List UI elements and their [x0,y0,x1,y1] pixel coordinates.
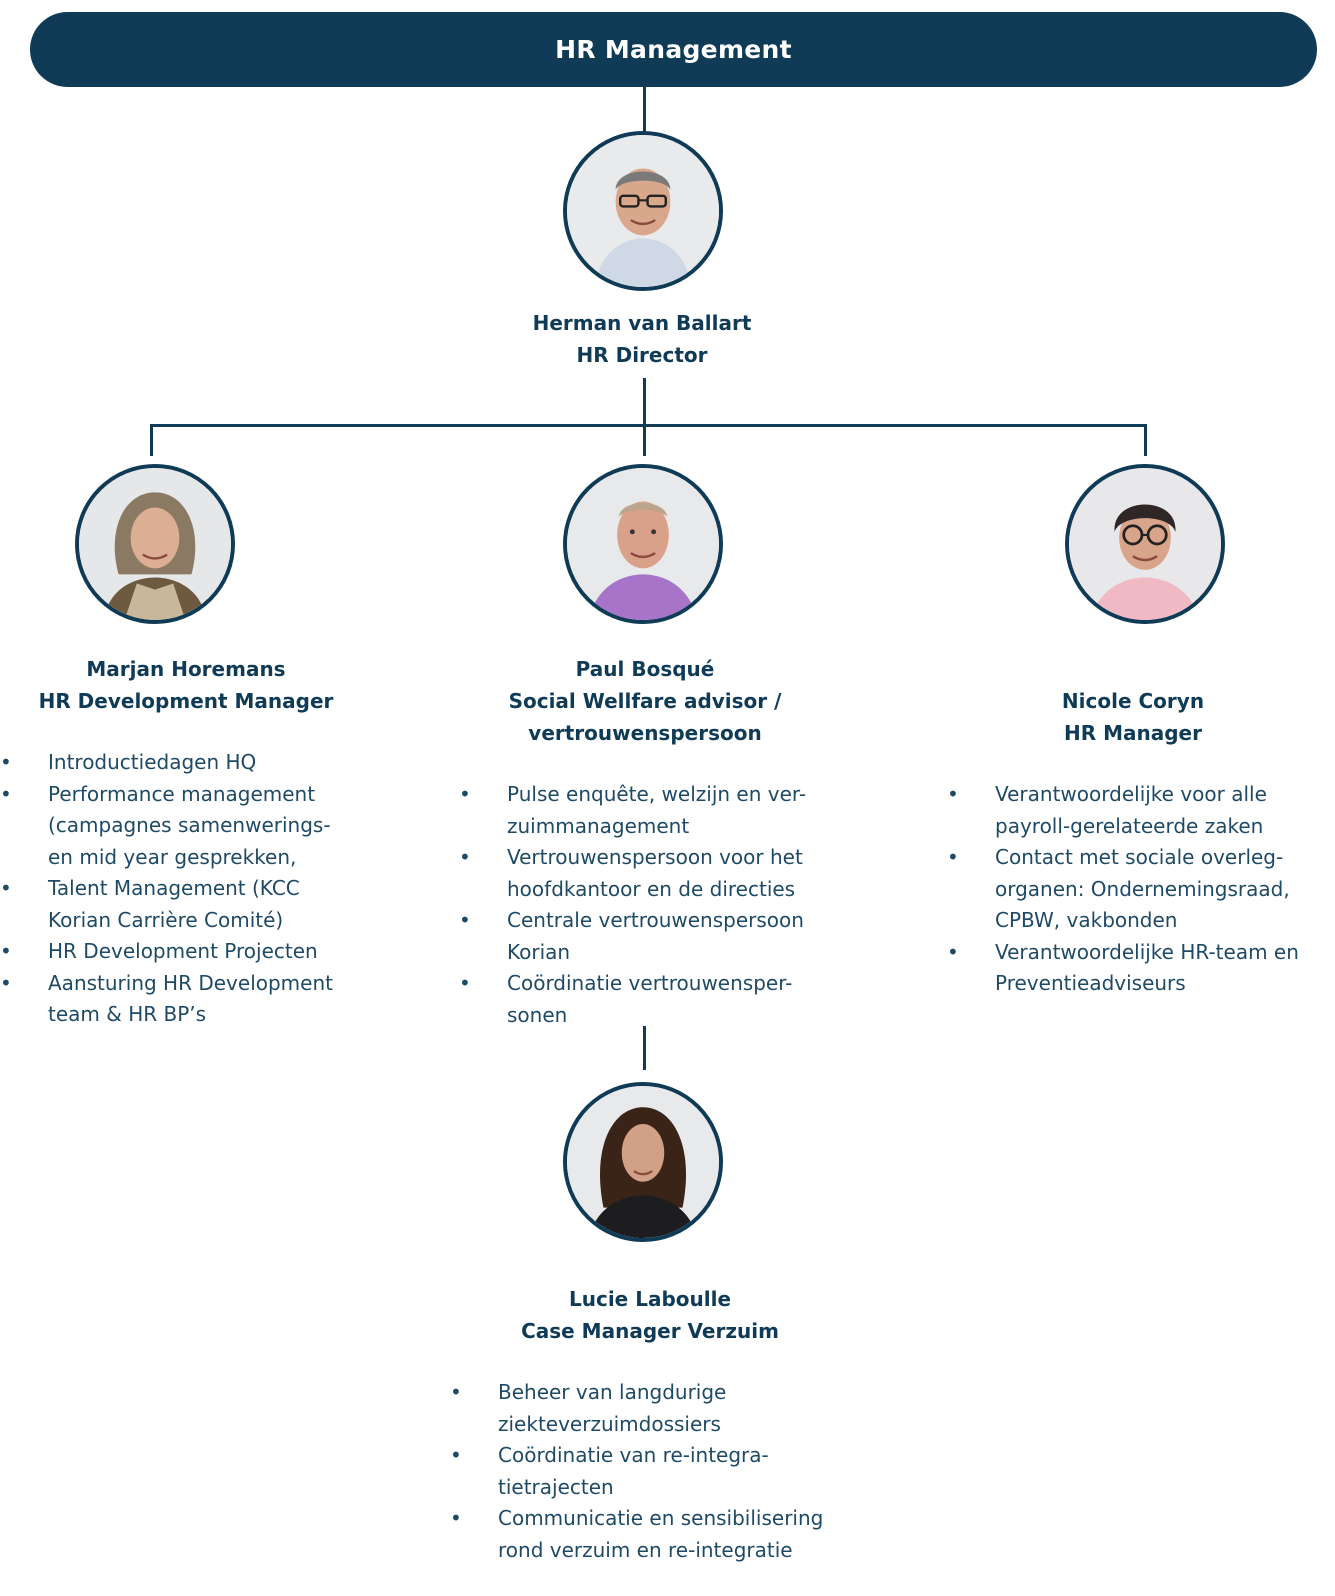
list-item: •Coördinatie van re-integra- tietrajecte… [450,1440,860,1503]
bullet-icon: • [947,782,959,806]
sub-report-name-block: Lucie Laboulle Case Manager Verzuim [450,1283,850,1347]
connector-paul-lucie [643,1026,646,1070]
list-item: •Talent Management (KCC Korian Carrière … [0,873,380,936]
report-1-role: HR Development Manager [38,689,334,713]
bullet-icon: • [0,939,12,963]
bullet-icon: • [450,1380,462,1404]
bullet-icon: • [459,971,471,995]
report-3-bullet-list: •Verantwoordelijke voor alle payroll-ger… [947,779,1335,1000]
person-photo-icon [1069,468,1221,620]
director-name: Herman van Ballart [532,311,752,335]
person-photo-icon [567,135,719,287]
list-item: •Vertrouwenspersoon voor het hoofdkantoo… [459,842,849,905]
connector-horizontal-bus [150,424,1147,427]
bullet-icon: • [0,970,12,995]
connector-director-bus [643,378,646,426]
report-2-bullet-list: •Pulse enquête, welzijn en ver- zuimmana… [459,779,849,1031]
avatar-herman-van-ballart [563,131,723,291]
bullet-icon: • [947,939,959,964]
connector-banner-director [643,87,646,132]
list-item: •Introductiedagen HQ [0,747,380,779]
report-2-name: Paul Bosqué [575,657,715,681]
report-3-name-block: Nicole Coryn HR Manager [933,685,1333,749]
report-1-name-block: Marjan Horemans HR Development Manager [0,653,372,717]
sub-report-role: Case Manager Verzuim [521,1319,779,1343]
list-item: •Verantwoordelijke HR-team en Preventiea… [947,937,1335,1000]
report-3-role: HR Manager [1064,721,1202,745]
connector-bus-left [150,424,153,456]
list-item: •Verantwoordelijke voor alle payroll-ger… [947,779,1335,842]
person-photo-icon [567,468,719,620]
avatar-nicole-coryn [1065,464,1225,624]
connector-bus-right [1144,424,1147,456]
director-name-block: Herman van Ballart HR Director [442,307,842,371]
bullet-icon: • [0,750,12,774]
sub-report-bullet-list: •Beheer van langdurige ziekteverzuimdoss… [450,1377,860,1566]
avatar-paul-bosque [563,464,723,624]
list-item: •Contact met sociale overleg- organen: O… [947,842,1335,937]
report-1-name: Marjan Horemans [86,657,286,681]
list-item: •Performance management (campagnes samen… [0,779,380,874]
list-item: •HR Development Projecten [0,936,380,968]
bullet-icon: • [459,782,471,806]
person-photo-icon [567,1086,719,1238]
list-item: •Pulse enquête, welzijn en ver- zuimmana… [459,779,849,842]
report-2-role-line-2: vertrouwenspersoon [528,721,762,745]
list-item: •Coördinatie vertrouwensper- sonen [459,968,849,1031]
person-photo-icon [79,468,231,620]
report-2-role-line-1: Social Wellfare advisor / [508,689,782,713]
header-title: HR Management [555,35,792,64]
bullet-icon: • [459,845,471,869]
bullet-icon: • [0,876,12,900]
report-1-bullet-list: •Introductiedagen HQ •Performance manage… [0,747,380,1031]
director-role: HR Director [576,343,708,367]
list-item: •Centrale vertrouwenspersoon Korian [459,905,849,968]
bullet-icon: • [459,908,471,932]
header-banner: HR Management [30,12,1317,87]
bullet-icon: • [450,1443,462,1467]
avatar-lucie-laboulle [563,1082,723,1242]
bullet-icon: • [450,1506,462,1530]
bullet-icon: • [947,845,959,869]
list-item: •Beheer van langdurige ziekteverzuimdoss… [450,1377,860,1440]
report-3-name: Nicole Coryn [1061,689,1205,713]
avatar-marjan-horemans [75,464,235,624]
bullet-icon: • [0,781,12,806]
report-2-name-block: Paul Bosqué Social Wellfare advisor / ve… [445,653,845,749]
connector-bus-center [643,424,646,456]
list-item: •Aansturing HR Development team & HR BP’… [0,968,380,1031]
list-item: •Communicatie en sensibilisering rond ve… [450,1503,860,1566]
sub-report-name: Lucie Laboulle [568,1287,732,1311]
